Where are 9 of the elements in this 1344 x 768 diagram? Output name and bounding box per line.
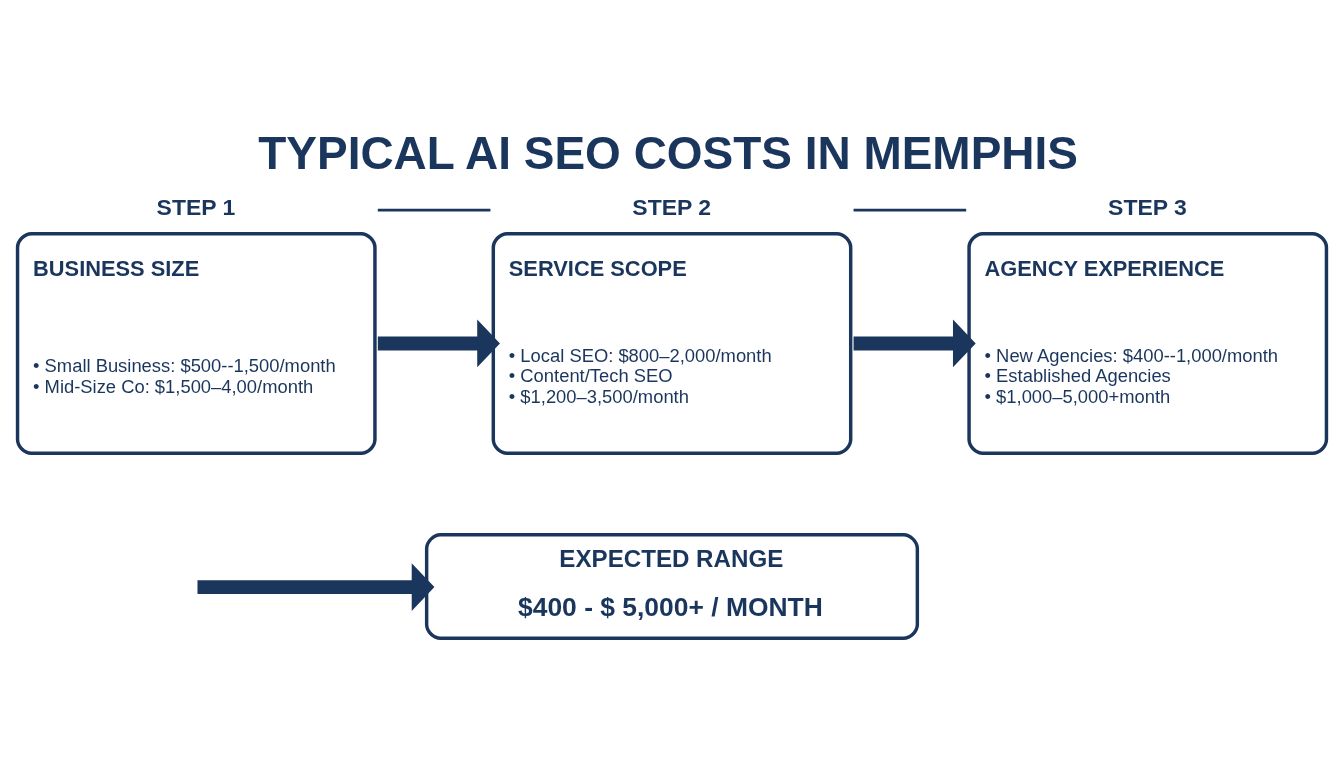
arrow [377,319,500,368]
node-label: STEP 3 [1108,193,1187,220]
connector [853,208,967,212]
arrow [853,319,976,368]
diagram-title: TYPICAL AI SEO COSTS IN MEMPHIS [258,126,1078,179]
arrow [197,563,435,611]
connector [377,208,491,212]
node-label: STEP 2 [632,193,712,220]
node-label: STEP 1 [156,193,236,220]
